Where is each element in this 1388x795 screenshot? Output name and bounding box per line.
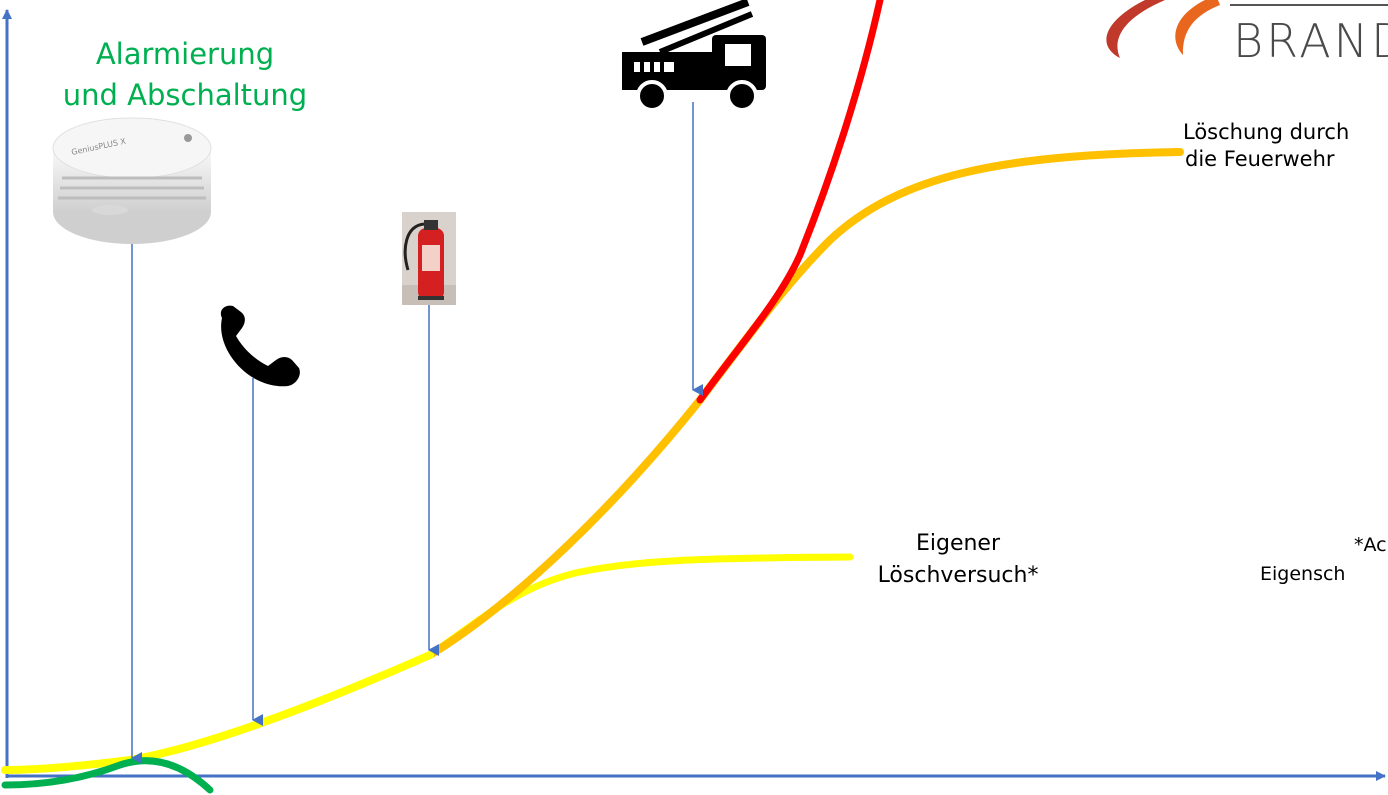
label-alarmierung: Alarmierung und Abschaltung bbox=[40, 34, 330, 115]
fire-extinguisher-icon bbox=[402, 212, 456, 305]
curve-alarmierung bbox=[1, 757, 214, 794]
flame-logo-icon bbox=[1106, 0, 1388, 58]
label-eigener-loeschversuch: Eigener Löschversuch* bbox=[848, 528, 1068, 592]
footnote-line1: *Ac bbox=[1354, 534, 1387, 556]
curve-brandentwicklung-uncontrolled bbox=[696, 0, 884, 404]
label-loeschung-line2: die Feuerwehr bbox=[1185, 147, 1335, 172]
label-eigener-line2: Löschversuch* bbox=[877, 562, 1039, 588]
label-eigener-line1: Eigener bbox=[915, 531, 1001, 556]
fire-truck-icon bbox=[622, 0, 766, 112]
smoke-detector-icon: GeniusPLUS X bbox=[52, 117, 212, 244]
label-alarmierung-line1: Alarmierung bbox=[95, 37, 275, 71]
brand-logo-text: BRAND bbox=[1233, 14, 1388, 68]
curve-brandentwicklung-base bbox=[1, 651, 434, 774]
footnote: *Ac Eigensch bbox=[1260, 531, 1387, 588]
footnote-line2: Eigensch bbox=[1260, 562, 1346, 585]
label-loeschung-feuerwehr: Löschung durch die Feuerwehr bbox=[1183, 119, 1349, 174]
label-loeschung-line1: Löschung durch bbox=[1183, 120, 1350, 144]
phone-icon bbox=[220, 305, 300, 387]
label-alarmierung-line2: und Abschaltung bbox=[62, 77, 308, 112]
